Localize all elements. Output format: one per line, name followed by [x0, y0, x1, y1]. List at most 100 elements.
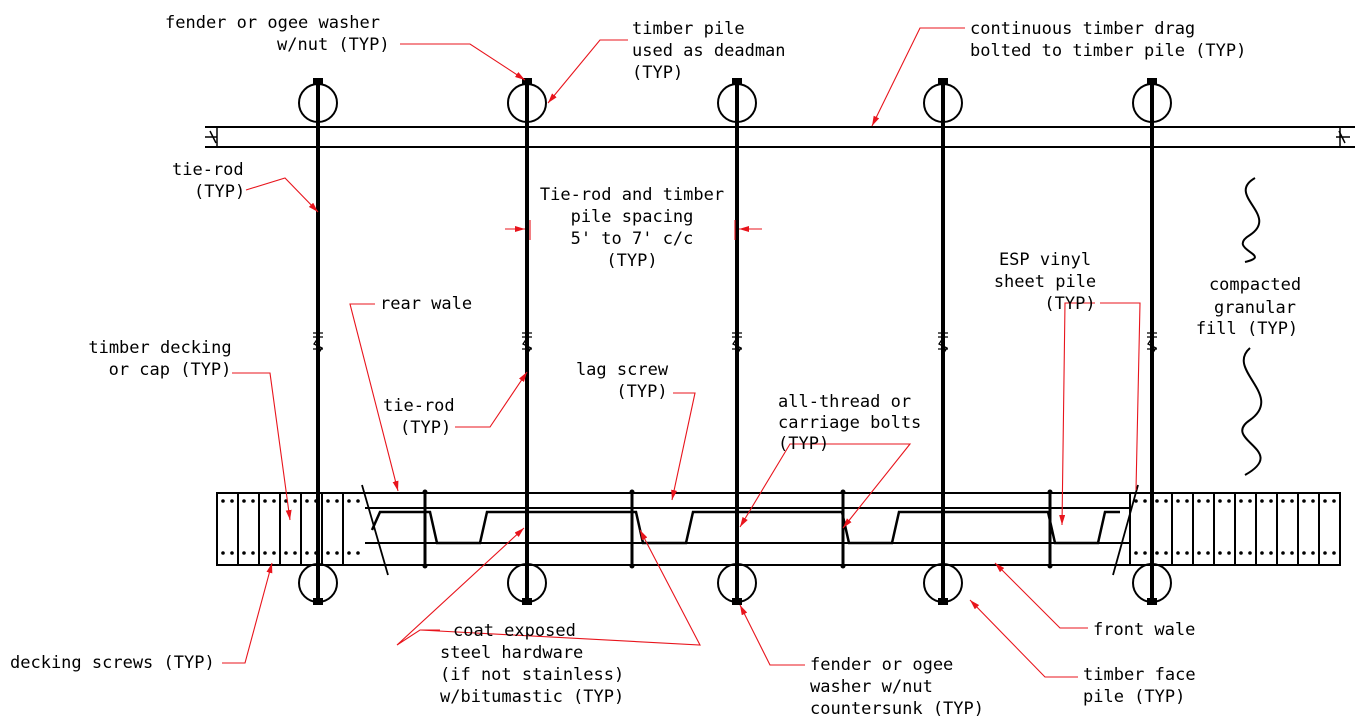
screw-dot [335, 499, 339, 503]
break-symbol [313, 332, 323, 355]
screw-dot [1302, 551, 1306, 555]
screw-dot [1176, 551, 1180, 555]
screw-dot [251, 551, 255, 555]
break-symbol [732, 332, 742, 355]
bolt-end [422, 489, 428, 495]
washer-nut [313, 78, 323, 84]
screw-dot [1269, 499, 1273, 503]
break-symbol [938, 332, 948, 355]
washer-nut [522, 78, 532, 84]
screw-dot [305, 499, 309, 503]
screw-dot [1134, 499, 1138, 503]
screw-dot [1323, 551, 1327, 555]
screw-dot [1197, 499, 1201, 503]
label-decking-screws: decking screws (TYP) [10, 653, 215, 673]
screw-dot [1239, 499, 1243, 503]
carriage-bolts [422, 489, 1053, 569]
washer-nut [522, 598, 532, 605]
bolt-end [840, 563, 846, 569]
screw-dot [1164, 551, 1168, 555]
screw-dot [1311, 551, 1315, 555]
screw-dot [1248, 499, 1252, 503]
screw-dot [1239, 551, 1243, 555]
fill-symbol [1241, 177, 1261, 263]
screw-dot [326, 499, 330, 503]
screw-dot [1227, 551, 1231, 555]
screw-dot [1218, 551, 1222, 555]
screw-dot [335, 551, 339, 555]
bolt-end [840, 489, 846, 495]
washer-nut [938, 78, 948, 84]
washer-nut [1147, 78, 1157, 84]
screw-dot [284, 551, 288, 555]
leader-lines [222, 27, 1141, 678]
screw-dot [1311, 499, 1315, 503]
screw-dot [356, 499, 360, 503]
spacing-dimension [505, 220, 762, 240]
screw-dot [1227, 499, 1231, 503]
screw-dot [1281, 551, 1285, 555]
screw-dot [1260, 499, 1264, 503]
screw-dot [242, 499, 246, 503]
screw-dot [1248, 551, 1252, 555]
screw-dot [1281, 499, 1285, 503]
screw-dot [1290, 551, 1294, 555]
screw-dot [1134, 551, 1138, 555]
screw-dot [1185, 499, 1189, 503]
screw-dot [272, 551, 276, 555]
bolt-end [1047, 563, 1053, 569]
screw-dot [1206, 499, 1210, 503]
screw-dot [1218, 499, 1222, 503]
bolt-end [1047, 489, 1053, 495]
label-rear-wale: rear wale [380, 294, 472, 314]
screw-dot [272, 499, 276, 503]
screw-dot [347, 499, 351, 503]
washer-nut [313, 598, 323, 605]
screw-dot [1155, 551, 1159, 555]
screw-dot [1155, 499, 1159, 503]
washer-nut [732, 598, 742, 605]
bolt-end [422, 563, 428, 569]
break-symbol [522, 332, 532, 355]
label-lag: lag screw(TYP) [576, 360, 669, 402]
screw-dot [242, 551, 246, 555]
washer-nut [1147, 598, 1157, 605]
screw-dot [221, 551, 225, 555]
screw-dot [221, 499, 225, 503]
screw-dot [251, 499, 255, 503]
screw-dot [305, 551, 309, 555]
piles-and-tie-rods [298, 78, 1172, 605]
fill-symbol [1241, 347, 1263, 476]
screw-dot [230, 551, 234, 555]
screw-dot [230, 499, 234, 503]
screw-dot [1260, 551, 1264, 555]
screw-dot [1197, 551, 1201, 555]
screw-dot [1290, 499, 1294, 503]
bolt-end [629, 489, 635, 495]
screw-dot [263, 499, 267, 503]
screw-dot [356, 551, 360, 555]
bolt-end [629, 563, 635, 569]
screw-dot [347, 551, 351, 555]
washer-nut [938, 598, 948, 605]
screw-dot [1206, 551, 1210, 555]
label-tierod-mid: tie-rod(TYP) [383, 396, 455, 438]
screw-dot [1143, 499, 1147, 503]
label-tierod-top: tie-rod(TYP) [172, 160, 245, 202]
label-front-wale: front wale [1093, 620, 1195, 640]
screw-dot [1332, 499, 1336, 503]
screw-dot [1302, 499, 1306, 503]
